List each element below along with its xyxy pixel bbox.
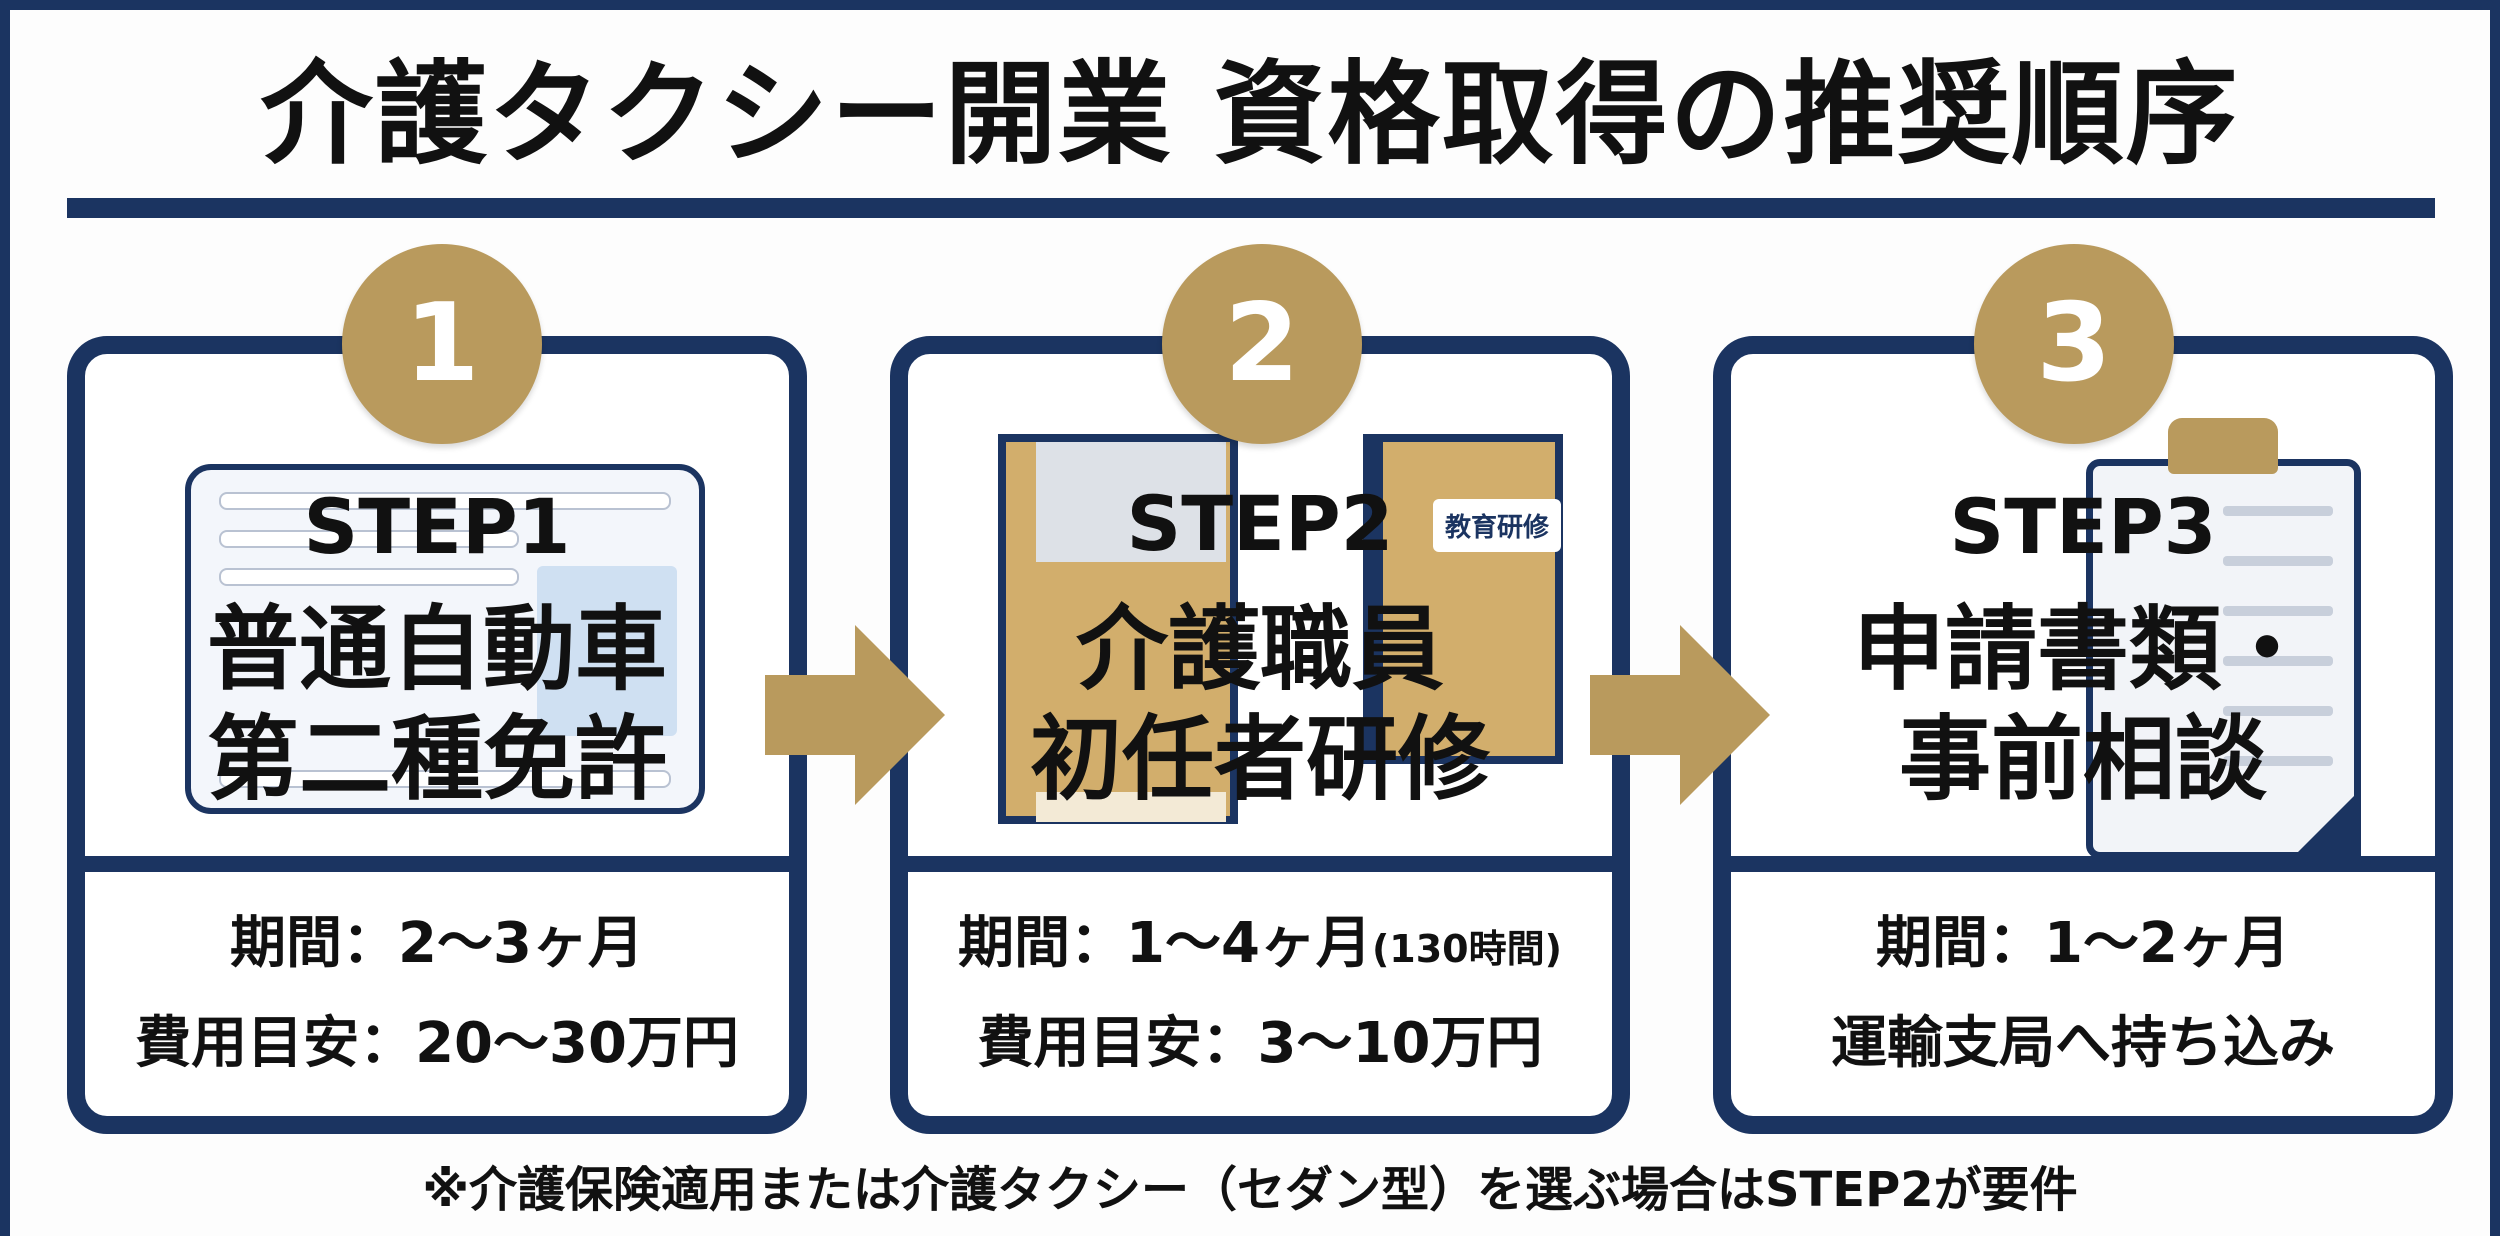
step1-card: STEP1 普通自動車 第二種免許 期間：2～3ヶ月 費用目安：20～30万円 — [67, 336, 807, 1134]
book-tag: 教育研修 — [1433, 499, 1562, 552]
step2-period-hours: (130時間) — [1371, 927, 1562, 971]
step3-number-badge: 3 — [1974, 244, 2174, 444]
step2-divider — [908, 856, 1612, 872]
step2-label: STEP2 — [1126, 479, 1394, 568]
arrow-right-icon — [1590, 625, 1770, 805]
footer-note: ※介護保険適用または介護タクシー（セダン型）を選ぶ場合はSTEP2が要件 — [422, 1162, 2078, 1218]
step3-divider — [1731, 856, 2435, 872]
driver-license-card-icon — [185, 464, 705, 814]
clipboard-icon — [2086, 418, 2361, 859]
step3-name-line1: 申請書類・ — [1852, 596, 2313, 703]
step1-cost: 費用目安：20～30万円 — [135, 1011, 739, 1076]
step3-name-line2: 事前相談 — [1898, 706, 2267, 813]
title-underline — [67, 198, 2435, 218]
textbook-icon — [998, 434, 1238, 824]
step3-period: 期間：1～2ヶ月 — [1876, 911, 2290, 976]
step1-label: STEP1 — [303, 482, 571, 571]
step2-period-text: 期間：1～4ヶ月 — [958, 911, 1372, 976]
textbook-icon — [1363, 434, 1563, 764]
step2-name-line2: 初任者研修 — [1029, 706, 1490, 813]
step2-period: 期間：1～4ヶ月(130時間) — [908, 909, 1612, 984]
step2-number-badge: 2 — [1162, 244, 1362, 444]
step2-name-line1: 介護職員 — [1075, 596, 1444, 703]
arrow-right-icon — [765, 625, 945, 805]
step1-number-badge: 1 — [342, 244, 542, 444]
step2-cost: 費用目安：3～10万円 — [977, 1011, 1543, 1076]
step1-period: 期間：2～3ヶ月 — [230, 911, 644, 976]
step3-submission: 運輸支局へ持ち込み — [1831, 1011, 2335, 1076]
step3-card: STEP3 申請書類・ 事前相談 期間：1～2ヶ月 運輸支局へ持ち込み — [1713, 336, 2453, 1134]
step1-name-line2: 第二種免許 — [206, 706, 667, 813]
step1-divider — [85, 856, 789, 872]
step1-name-line1: 普通自動車 — [206, 596, 667, 703]
page-title: 介護タクシー開業 資格取得の推奨順序 — [260, 50, 2240, 180]
step2-card: 教育研修 STEP2 介護職員 初任者研修 期間：1～4ヶ月(130時間) 費用… — [890, 336, 1630, 1134]
step3-label: STEP3 — [1949, 482, 2217, 571]
